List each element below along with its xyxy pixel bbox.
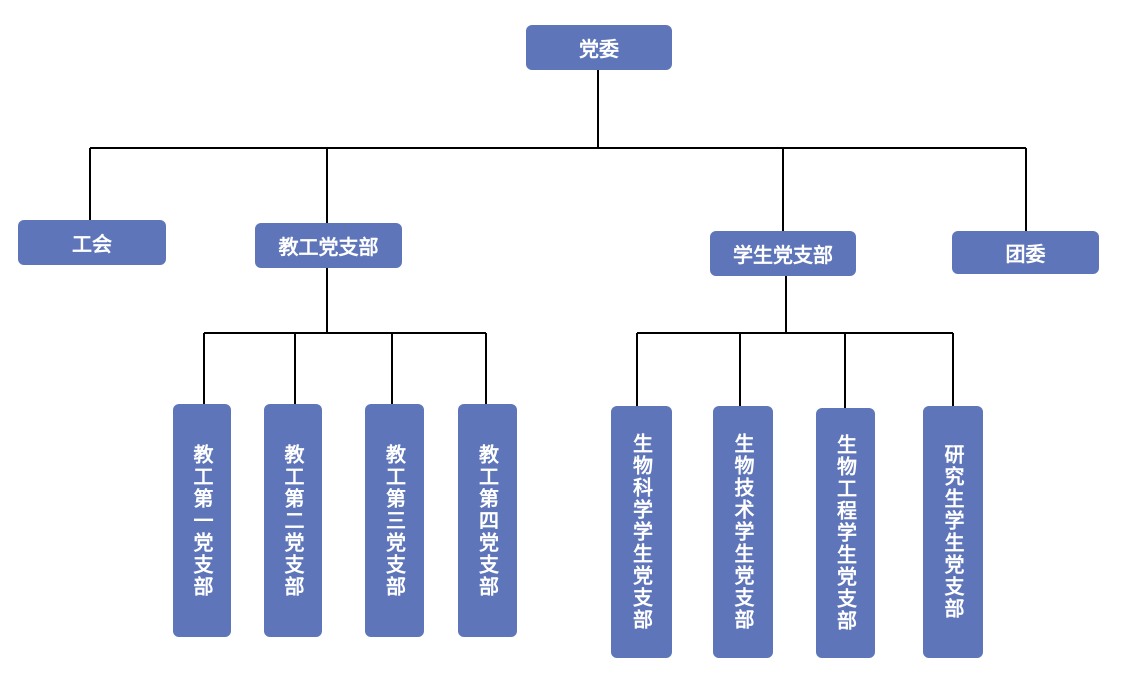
- node-label: 生物技术学生党支部: [731, 433, 755, 631]
- node-faculty-branch-2: 教工第二党支部: [264, 404, 322, 637]
- node-grad-student-branch: 研究生学生党支部: [923, 406, 983, 658]
- node-label: 教工第一党支部: [190, 443, 214, 598]
- node-union: 工会: [18, 220, 166, 265]
- node-youth-league: 团委: [952, 231, 1099, 274]
- node-student-branch: 学生党支部: [710, 231, 856, 276]
- node-bioeng-student-branch: 生物工程学生党支部: [816, 408, 875, 658]
- node-label: 团委: [1005, 242, 1046, 266]
- node-biosci-student-branch: 生物科学学生党支部: [611, 406, 672, 658]
- node-label: 教工党支部: [278, 235, 379, 259]
- node-label: 工会: [72, 232, 112, 256]
- node-label: 党委: [579, 37, 619, 61]
- node-party-committee: 党委: [526, 25, 672, 70]
- node-biotech-student-branch: 生物技术学生党支部: [713, 406, 773, 658]
- node-faculty-branch-3: 教工第三党支部: [365, 404, 424, 637]
- node-label: 学生党支部: [733, 243, 833, 267]
- node-label: 教工第四党支部: [475, 443, 500, 598]
- node-label: 教工第二党支部: [281, 443, 305, 598]
- node-faculty-branch: 教工党支部: [255, 223, 402, 268]
- node-label: 生物科学学生党支部: [629, 433, 654, 631]
- node-label: 教工第三党支部: [382, 443, 407, 598]
- node-label: 研究生学生党支部: [941, 444, 965, 620]
- node-faculty-branch-4: 教工第四党支部: [458, 404, 517, 637]
- node-faculty-branch-1: 教工第一党支部: [173, 404, 231, 637]
- node-label: 生物工程学生党支部: [833, 434, 858, 632]
